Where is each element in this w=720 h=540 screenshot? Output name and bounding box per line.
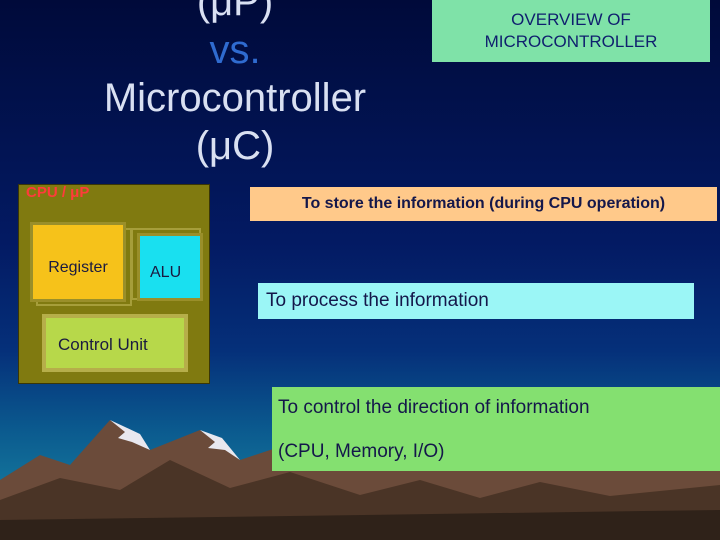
title-line-4: (μC) [195, 124, 275, 168]
overview-box: OVERVIEW OF MICROCONTROLLER [432, 0, 710, 62]
alu-box: ALU [137, 233, 203, 301]
mountain-landscape [0, 420, 720, 540]
overview-line-1: OVERVIEW OF [511, 10, 631, 29]
title-line-3: Microcontroller [103, 76, 367, 120]
info-control-line-1: To control the direction of information [278, 397, 590, 418]
info-process: To process the information [258, 283, 694, 319]
control-unit-box: Control Unit [42, 314, 188, 372]
title-line-1: (μP) [196, 0, 274, 24]
info-control-line-2: (CPU, Memory, I/O) [278, 441, 445, 462]
cpu-label: CPU / μP [26, 184, 90, 201]
register-box: Register [30, 222, 126, 302]
info-store: To store the information (during CPU ope… [250, 187, 717, 221]
slide-title: (μP) vs. Microcontroller (μC) [40, 0, 430, 170]
info-control: To control the direction of information … [272, 387, 720, 471]
overview-line-2: MICROCONTROLLER [484, 32, 658, 51]
title-line-2: vs. [209, 28, 261, 72]
